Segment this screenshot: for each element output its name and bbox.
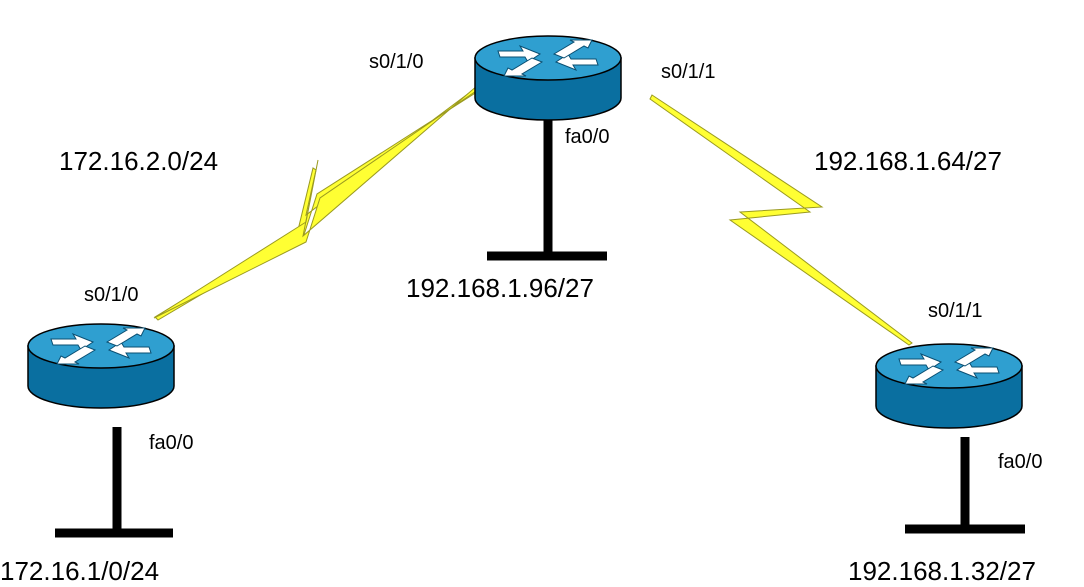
network-serial-right-label: 192.168.1.64/27	[814, 146, 1002, 176]
network-lan-right-label: 192.168.1.32/27	[848, 556, 1036, 586]
router-right[interactable]	[875, 343, 1023, 429]
right-serial-s011-label: s0/1/1	[928, 300, 983, 322]
ethernet-right	[905, 437, 1025, 534]
network-lan-left-label: 172.16.1/0/24	[0, 556, 160, 586]
ethernet-top	[487, 120, 607, 261]
router-top[interactable]	[474, 35, 622, 121]
left-serial-s010-label: s0/1/0	[84, 284, 139, 306]
right-fa00-label: fa0/0	[998, 451, 1043, 473]
router-left[interactable]	[27, 323, 175, 409]
top-fa00-label: fa0/0	[565, 126, 610, 148]
network-lan-top-label: 192.168.1.96/27	[406, 273, 594, 303]
top-serial-s011-label: s0/1/1	[661, 61, 716, 83]
serial-link-right-bolt	[649, 94, 913, 346]
network-serial-left-label: 172.16.2.0/24	[59, 146, 219, 176]
ethernet-left	[55, 427, 173, 538]
left-fa00-label: fa0/0	[149, 432, 194, 454]
top-serial-s010-label: s0/1/0	[369, 51, 424, 73]
